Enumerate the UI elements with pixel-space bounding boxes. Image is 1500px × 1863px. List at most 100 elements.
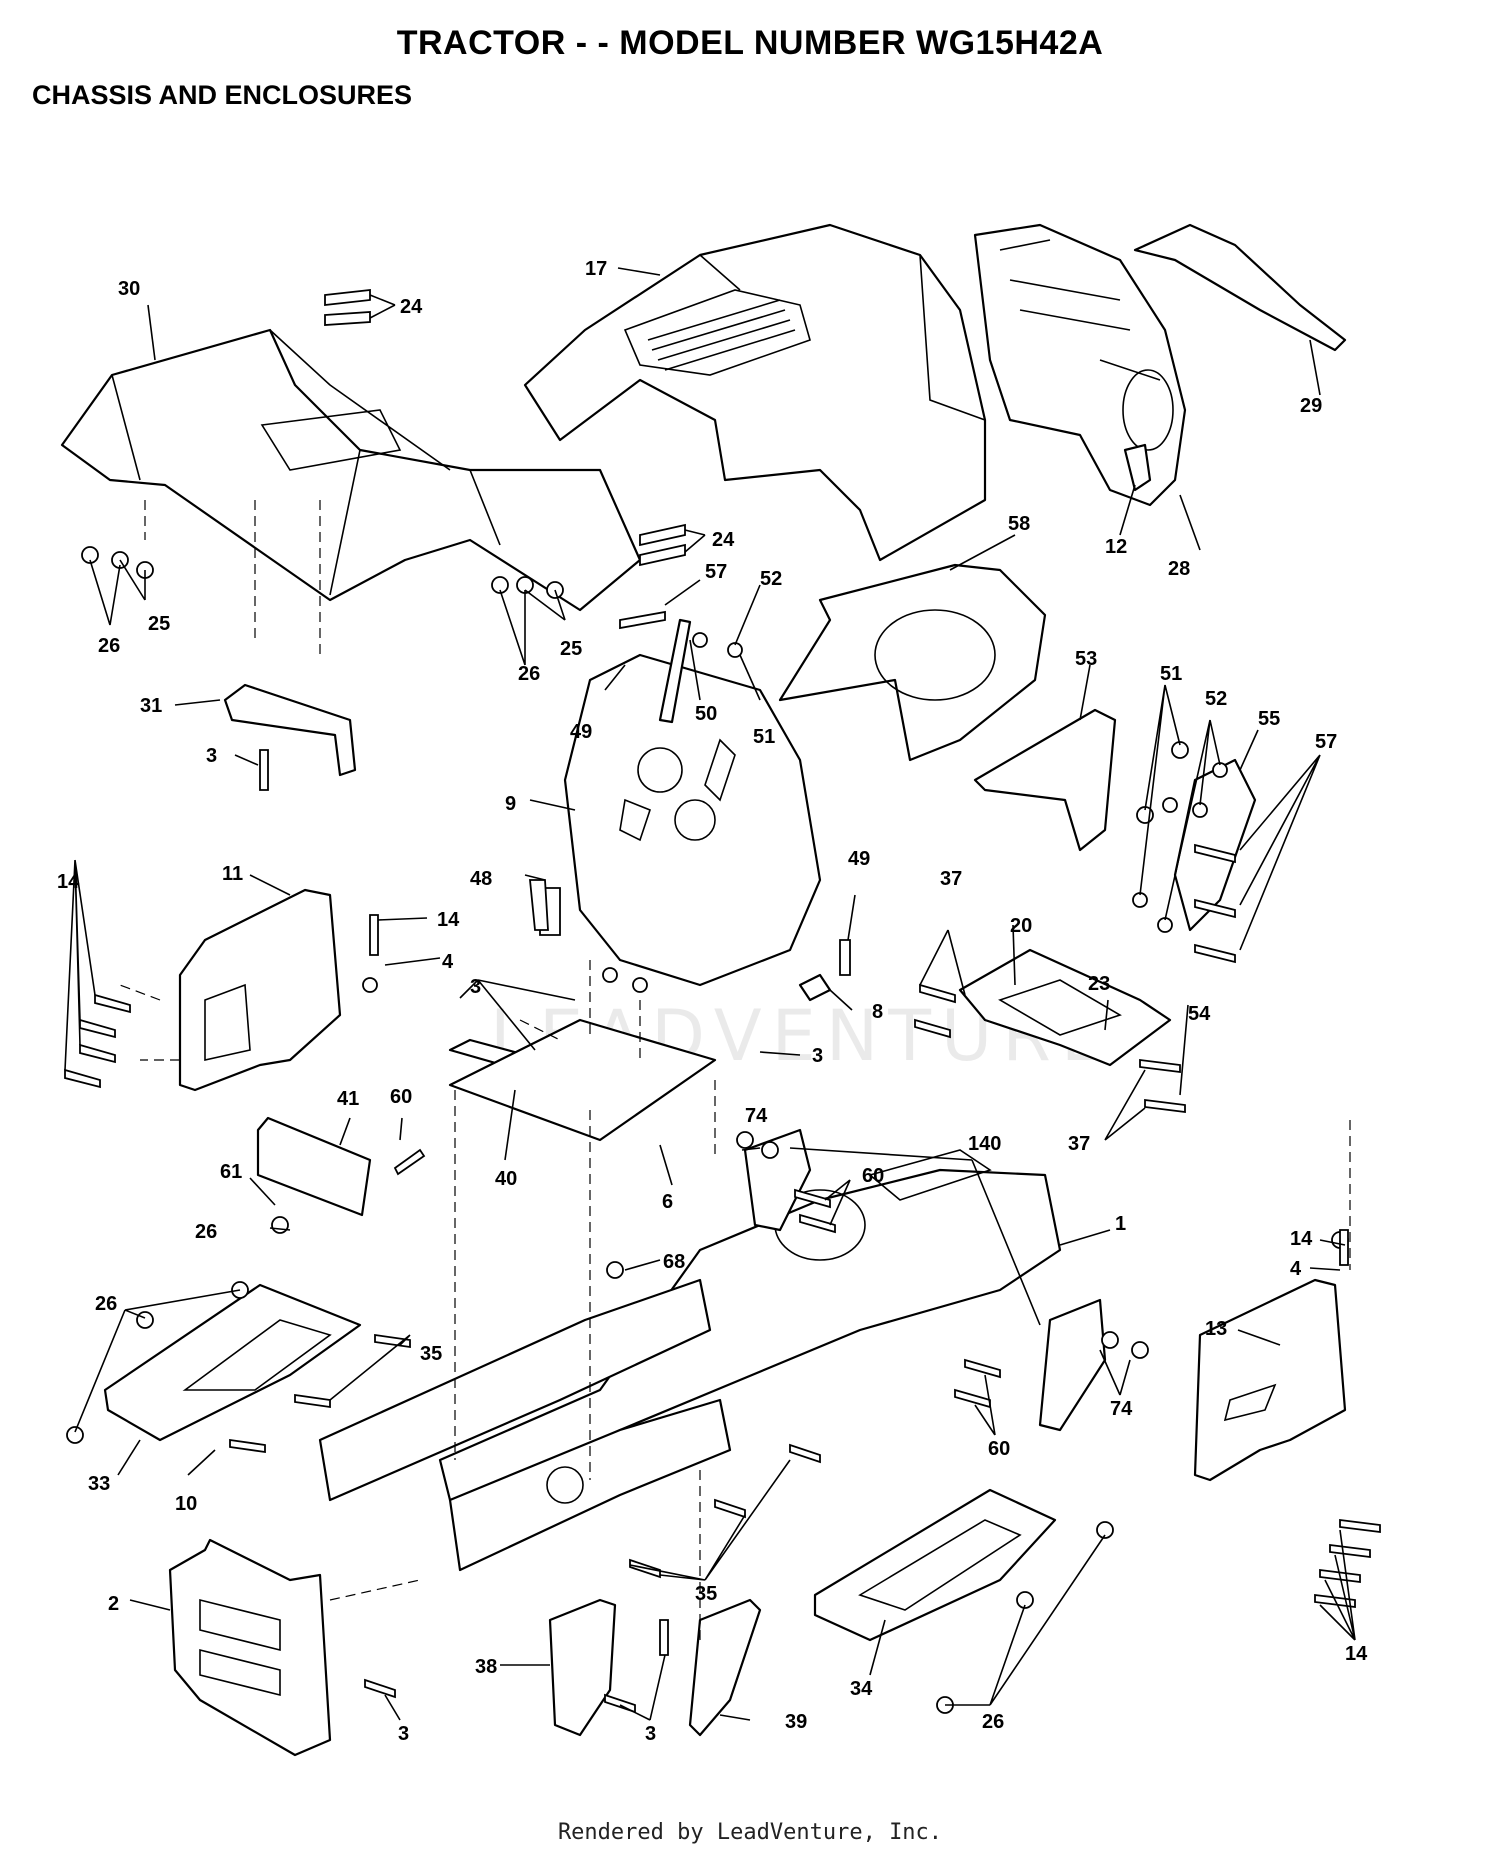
part-20-mount	[958, 948, 1172, 1067]
page-title: TRACTOR - - MODEL NUMBER WG15H42A	[396, 24, 1104, 62]
callout-58: 58	[1008, 513, 1030, 535]
callout-6: 6	[662, 1191, 673, 1213]
callout-3: 3	[206, 745, 217, 767]
callout-53: 53	[1075, 648, 1097, 670]
callout-3: 3	[812, 1045, 823, 1067]
footer-credit: Rendered by LeadVenture, Inc.	[557, 1820, 943, 1845]
part-41-plate	[256, 1116, 372, 1217]
callout-13: 13	[1205, 1318, 1227, 1340]
callout-35: 35	[420, 1343, 442, 1365]
callout-4: 4	[442, 951, 454, 973]
part-33-footrest	[103, 1283, 362, 1442]
callout-14: 14	[1290, 1228, 1313, 1250]
hardware	[64, 288, 1381, 1714]
callout-39: 39	[785, 1711, 807, 1733]
callout-3: 3	[645, 1723, 656, 1745]
part-38-bracket	[548, 1598, 617, 1737]
part-17-hood	[523, 223, 987, 562]
callout-24: 24	[400, 296, 423, 318]
part-6-tray	[448, 1018, 717, 1142]
callout-34: 34	[850, 1678, 873, 1700]
part-50-link	[658, 618, 692, 724]
bolt-24b	[324, 311, 371, 326]
callout-55: 55	[1258, 708, 1280, 730]
part-1-frame	[318, 1149, 1062, 1572]
callout-3: 3	[470, 976, 481, 998]
callout-60: 60	[390, 1086, 412, 1108]
part-13-side-panel	[1193, 1278, 1347, 1482]
callout-11: 11	[222, 863, 243, 885]
callout-60: 60	[988, 1438, 1010, 1460]
callout-17: 17	[585, 258, 607, 280]
part-34-footrest	[813, 1488, 1057, 1642]
callout-9: 9	[505, 793, 516, 815]
callout-26: 26	[982, 1711, 1004, 1733]
callout-8: 8	[872, 1001, 883, 1023]
callout-49: 49	[848, 848, 870, 870]
callout-38: 38	[475, 1656, 497, 1678]
callout-24: 24	[712, 529, 735, 551]
part-2-front-plate	[168, 1538, 332, 1757]
callout-50: 50	[695, 703, 717, 725]
part-58-shield	[778, 563, 1047, 762]
part-29-cover	[1133, 223, 1347, 352]
callout-labels: 30 24 17 2 9 12 28 24 58 26 25 26 25 57 5…	[57, 258, 1368, 1745]
callout-14: 14	[57, 871, 80, 893]
callout-4: 4	[1290, 1258, 1302, 1280]
callout-30: 30	[118, 278, 140, 300]
callout-37: 37	[1068, 1133, 1090, 1155]
callout-48: 48	[470, 868, 492, 890]
callout-51: 51	[1160, 663, 1182, 685]
callout-60: 60	[862, 1165, 884, 1187]
bolt-24d	[639, 543, 686, 567]
bolt-24c	[639, 523, 686, 547]
callout-14: 14	[1345, 1643, 1368, 1665]
callout-26: 26	[518, 663, 540, 685]
part-140-bracket-right	[1038, 1298, 1107, 1432]
callout-20: 20	[1010, 915, 1032, 937]
callout-52: 52	[1205, 688, 1227, 710]
part-53-bracket	[973, 708, 1117, 852]
callout-26: 26	[95, 1293, 117, 1315]
callout-28: 28	[1168, 558, 1190, 580]
callout-26: 26	[195, 1221, 217, 1243]
bolt-24a	[324, 288, 371, 307]
callout-68: 68	[663, 1251, 685, 1273]
callout-33: 33	[88, 1473, 110, 1495]
callout-10: 10	[175, 1493, 197, 1515]
callout-26: 26	[98, 635, 120, 657]
part-140-bracket-left	[743, 1128, 812, 1232]
callout-37: 37	[940, 868, 962, 890]
part-12-latch	[1123, 443, 1152, 492]
part-11-side-panel	[178, 888, 342, 1092]
callout-140: 140	[968, 1133, 1001, 1155]
callout-35: 35	[695, 1583, 717, 1605]
part-30-fender	[60, 328, 642, 612]
alignment-lines	[119, 500, 1351, 1640]
callout-2: 2	[108, 1593, 119, 1615]
callout-74: 74	[745, 1105, 768, 1127]
callout-12: 12	[1105, 536, 1127, 558]
callout-61: 61	[220, 1161, 242, 1183]
callout-54: 54	[1188, 1003, 1211, 1025]
callout-74: 74	[1110, 1398, 1133, 1420]
callout-14: 14	[437, 909, 460, 931]
callout-57: 57	[705, 561, 727, 583]
callout-1: 1	[1115, 1213, 1126, 1235]
part-28-grille	[973, 223, 1187, 507]
callout-31: 31	[140, 695, 162, 717]
callout-41: 41	[337, 1088, 359, 1110]
callout-25: 25	[148, 613, 170, 635]
part-39-bracket	[688, 1598, 762, 1737]
part-9-dash	[563, 653, 822, 987]
leader-lines	[64, 267, 1356, 1721]
callout-25: 25	[560, 638, 582, 660]
callout-23: 23	[1088, 973, 1110, 995]
part-31-bracket	[223, 683, 357, 777]
section-subtitle: CHASSIS AND ENCLOSURES	[32, 80, 413, 110]
callout-52: 52	[760, 568, 782, 590]
callout-49: 49	[570, 721, 592, 743]
callout-3: 3	[398, 1723, 409, 1745]
callout-51: 51	[753, 726, 775, 748]
